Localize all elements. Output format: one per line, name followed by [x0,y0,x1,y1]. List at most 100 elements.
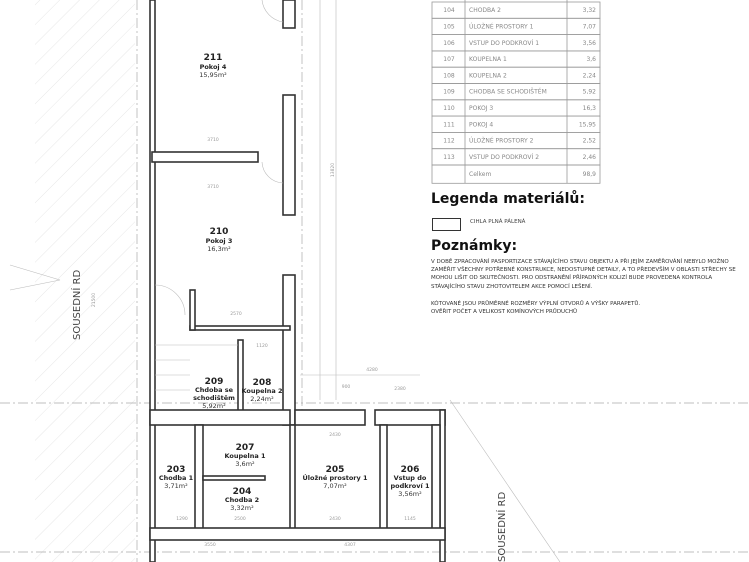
room-number: 107 [443,56,455,63]
svg-text:208: 208 [253,378,272,388]
room-area: 5,92 [583,89,597,96]
room-name: VSTUP DO PODKROVÍ 2 [469,154,539,161]
neighbor-hatch [35,0,135,562]
room-area: 3,6 [586,56,596,63]
svg-text:Úložné prostory 1: Úložné prostory 1 [302,473,368,482]
room-name: ÚLOŽNÉ PROSTORY 1 [469,22,534,30]
svg-text:3,6m²: 3,6m² [235,460,255,468]
room-area: 98,9 [583,171,597,178]
room-name: CHODBA 2 [469,7,501,14]
room-203: 203 Chodba 1 3,71m² [159,465,194,490]
room-number: 105 [443,23,455,30]
svg-text:podkroví 1: podkroví 1 [390,482,429,490]
room-name: ÚLOŽNÉ PROSTORY 2 [469,137,534,145]
svg-text:schodištěm: schodištěm [193,394,235,402]
svg-text:3550: 3550 [204,542,216,548]
room-204: 204 Chodba 2 3,32m² [225,487,259,512]
svg-text:15,95m²: 15,95m² [199,71,227,79]
walls [149,0,446,562]
room-number: 104 [443,7,455,14]
room-number: 111 [443,121,455,128]
svg-text:Vstup do: Vstup do [394,474,427,482]
room-area: 7,07 [583,23,597,30]
svg-text:2570: 2570 [230,311,242,317]
table-row [431,66,601,84]
svg-text:209: 209 [205,377,224,387]
svg-text:13820: 13820 [330,163,336,177]
svg-text:206: 206 [401,465,420,475]
room-area: 3,56 [583,40,597,47]
note-paragraph: KÓTOVANÉ JSOU PRŮMĚRNÉ ROZMĚRY VÝPLNÍ OT… [431,301,641,307]
table-row [431,115,601,133]
table-row [431,50,601,68]
room-name: POKOJ 4 [469,121,493,128]
room-name: KOUPELNA 2 [469,72,507,79]
legend-title: Legenda materiálů: [431,191,585,207]
svg-text:210: 210 [210,227,229,237]
svg-text:2430: 2430 [329,516,341,522]
legend-label: CIHLA PLNÁ PÁLENÁ [470,219,526,225]
svg-text:2380: 2380 [394,386,406,392]
svg-text:Pokoj 4: Pokoj 4 [200,63,227,71]
svg-text:203: 203 [167,465,186,475]
legend-swatch-brick [432,218,461,231]
svg-text:Chodba 1: Chodba 1 [159,474,194,482]
room-211: 211 Pokoj 4 15,95m² [199,53,227,79]
svg-text:Koupelna 2: Koupelna 2 [241,387,282,395]
stairs [154,0,284,391]
svg-text:Pokoj 3: Pokoj 3 [206,237,233,245]
svg-text:16,3m²: 16,3m² [207,245,231,253]
table-row [431,164,601,184]
svg-text:Chdoba se: Chdoba se [195,386,234,394]
room-205: 205 Úložné prostory 1 7,07m² [302,465,368,490]
room-number: 109 [443,89,455,96]
room-number: 108 [443,72,455,79]
room-206: 206 Vstup do podkroví 1 3,56m² [390,465,429,498]
svg-text:4280: 4280 [366,367,378,373]
svg-text:3,56m²: 3,56m² [398,490,422,498]
svg-text:2500: 2500 [234,516,246,522]
note-paragraph: V DOBĚ ZPRACOVÁNÍ PASPORTIZACE STÁVAJÍCÍ… [431,259,736,290]
svg-text:3,71m²: 3,71m² [164,482,188,490]
room-name: Celkem [469,171,492,178]
table-row [431,1,601,19]
break-mark [9,264,61,291]
room-number: 113 [443,154,455,161]
svg-text:1290: 1290 [176,516,188,522]
neighbor-label: SOUSEDNÍ RD [70,270,83,340]
svg-text:7,07m²: 7,07m² [323,482,347,490]
room-208: 208 Koupelna 2 2,24m² [241,378,282,403]
room-area: 2,24 [583,72,597,79]
room-number: 110 [443,105,455,112]
svg-text:21500: 21500 [91,293,97,307]
svg-text:2,24m²: 2,24m² [250,395,274,403]
note-paragraph: OVĚŘIT POČET A VELIKOST KOMÍNOVÝCH PRŮDU… [431,309,578,315]
svg-text:Chodba 2: Chodba 2 [225,496,259,504]
site-line [449,399,561,562]
svg-text:5,92m²: 5,92m² [202,402,226,410]
room-area: 15,95 [579,121,596,128]
svg-text:3710: 3710 [207,184,219,190]
svg-text:2430: 2430 [329,432,341,438]
room-area: 2,52 [583,138,597,145]
room-name: VSTUP DO PODKROVÍ 1 [469,40,539,47]
svg-text:900: 900 [342,384,351,390]
room-209: 209 Chdoba se schodištěm 5,92m² [193,377,235,410]
svg-text:1145: 1145 [404,516,416,522]
room-name: CHODBA SE SCHODIŠTĚM [469,88,547,96]
svg-text:1120: 1120 [256,343,268,349]
svg-text:3710: 3710 [207,137,219,143]
svg-text:211: 211 [204,53,223,63]
room-table: 104 CHODBA 2 3,32 105 ÚLOŽNÉ PROSTORY 1 7,07 1… [431,0,601,184]
svg-text:207: 207 [236,443,255,453]
svg-text:204: 204 [233,487,252,497]
room-name: KOUPELNA 1 [469,56,507,63]
room-area: 16,3 [583,105,597,112]
room-210: 210 Pokoj 3 16,3m² [206,227,233,253]
svg-text:Koupelna 1: Koupelna 1 [224,452,266,460]
dimensions: 3710 3710 2570 1120 2430 2500 2430 1145 … [91,137,416,548]
room-area: 3,32 [583,7,597,14]
room-number: 106 [443,40,455,47]
svg-text:3,32m²: 3,32m² [230,504,254,512]
